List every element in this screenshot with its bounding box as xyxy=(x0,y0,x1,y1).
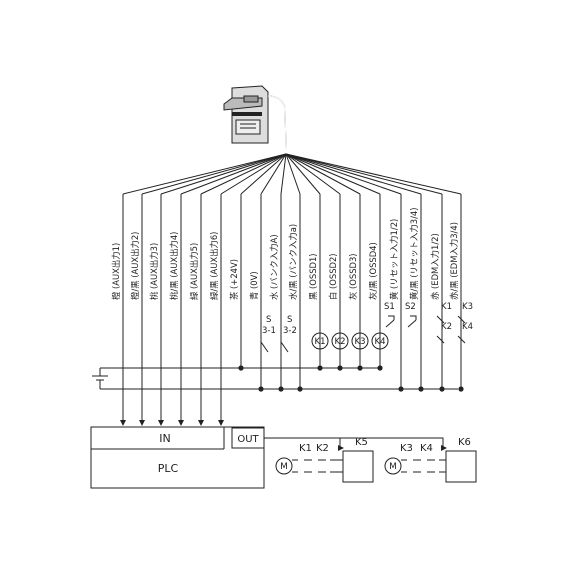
contact-k4-label: K4 xyxy=(462,322,473,332)
cable-fan-line xyxy=(220,153,287,195)
wire-label: 灰/黒 (OSSD4) xyxy=(368,242,378,300)
cable-fan-line xyxy=(285,153,422,195)
relay-k2-label: K2 xyxy=(335,337,346,347)
cable-fan-line xyxy=(280,153,287,195)
switch-s32-label-1: S xyxy=(287,315,292,325)
wire-label: 緑 (AUX出力5) xyxy=(189,243,199,300)
plc-in-label: IN xyxy=(159,432,170,445)
wire-label: 緑/黒 (AUX出力6) xyxy=(209,232,219,300)
bottom-k4-label: K4 xyxy=(420,443,433,454)
contact-k2-label: K2 xyxy=(441,322,452,332)
sensor-head-icon xyxy=(223,85,287,151)
contact-k4-symbol xyxy=(457,335,466,344)
plc-out-label: OUT xyxy=(237,434,259,445)
output-circuit-2: M K3 K4 K6 xyxy=(340,437,477,483)
cable-fan-line xyxy=(180,153,287,195)
wire-label: 灰 (OSSD3) xyxy=(348,253,358,300)
cable-fan-line xyxy=(285,153,462,195)
cable-fan-line xyxy=(141,153,287,195)
switch-s32-label-2: 3-2 xyxy=(283,326,297,336)
relay-k6-box xyxy=(445,450,477,483)
wire-label: 黒 (OSSD1) xyxy=(308,253,318,300)
wire-label: 茶 (+24V) xyxy=(229,259,239,300)
relay-k4-coil xyxy=(371,332,389,350)
wire-label: 赤 (EDM入力1/2) xyxy=(430,233,440,300)
wire-label: 橙/黒 (AUX出力2) xyxy=(130,232,140,300)
switch-s2-label: S2 xyxy=(405,302,416,312)
cable-fan-line xyxy=(200,153,287,195)
cable-fan-line xyxy=(285,153,321,195)
cable-fan-line xyxy=(122,153,287,195)
cable-fan-line xyxy=(285,153,402,195)
relay-k5-box xyxy=(342,450,374,483)
cable-fan-line xyxy=(285,153,443,195)
contact-k2-symbol xyxy=(436,335,445,344)
relay-k2-coil xyxy=(331,332,349,350)
bottom-k2-label: K2 xyxy=(316,443,329,454)
wire-label-group: 橙 (AUX出力1) 橙/黒 (AUX出力2) 桃 (AUX出力3) 桃/黒 (AUX… xyxy=(111,208,459,301)
switch-s1-contact xyxy=(385,315,395,328)
cable-fan-line xyxy=(285,153,381,195)
wire-label: 黄/黒 (リセット入力3/4) xyxy=(409,208,419,301)
relay-group: K1 K2 K3 K4 xyxy=(311,332,389,350)
wire-label: 桃 (AUX出力3) xyxy=(149,243,159,300)
motor-2-icon xyxy=(384,457,402,475)
output-circuit-1: M K1 K2 K5 xyxy=(264,437,374,483)
wire-label: 赤/黒 (EDM入力3/4) xyxy=(449,222,459,300)
bottom-k5-label: K5 xyxy=(355,437,368,448)
power-supply-symbol xyxy=(92,367,458,390)
switch-group: S 3-1 S 3-2 S1 S2 K1 K3 K2 K4 xyxy=(260,302,473,353)
relay-k3-label: K3 xyxy=(355,337,366,347)
switch-s1-label: S1 xyxy=(384,302,395,312)
wire-junction-dot xyxy=(458,386,464,392)
contact-k3-symbol xyxy=(457,315,466,324)
wire-label: 水 (バンク入力A) xyxy=(269,234,279,300)
bottom-k1-label: K1 xyxy=(299,443,312,454)
wire-label: 黄 (リセット入力1/2) xyxy=(389,219,399,300)
relay-k4-label: K4 xyxy=(375,337,386,347)
switch-s31-label-1: S xyxy=(266,315,271,325)
relay-k1-label: K1 xyxy=(315,337,326,347)
cable-fan-line xyxy=(285,153,361,195)
relay-k1-coil xyxy=(311,332,329,350)
contact-k3-label: K3 xyxy=(462,302,473,312)
switch-s2-contact xyxy=(407,315,417,328)
switch-s31-label-2: 3-1 xyxy=(262,326,276,336)
switch-s32-contact xyxy=(280,341,289,353)
switch-s31-contact xyxy=(260,341,269,353)
wire-label: 青 (0V) xyxy=(249,271,259,300)
plc-name-label: PLC xyxy=(158,462,179,475)
plc-block: IN OUT PLC xyxy=(90,426,265,489)
bottom-k3-label: K3 xyxy=(400,443,413,454)
relay-k3-coil xyxy=(351,332,369,350)
motor-1-label: M xyxy=(280,462,288,472)
wire-label: 桃/黒 (AUX出力4) xyxy=(169,232,179,300)
contact-k1-symbol xyxy=(436,315,445,324)
cable-fan-line xyxy=(285,153,301,195)
cable-fan-line xyxy=(260,153,287,195)
wire-label: 橙 (AUX出力1) xyxy=(111,243,121,300)
cable-fan-line xyxy=(160,153,287,195)
wire-label: 水/黒 (バンク入力a) xyxy=(288,224,298,300)
cable-fan xyxy=(122,153,462,195)
cable-fan-line xyxy=(240,153,287,195)
wire-label: 白 (OSSD2) xyxy=(328,253,338,300)
motor-1-icon xyxy=(275,457,293,475)
motor-2-label: M xyxy=(389,462,397,472)
bottom-k6-label: K6 xyxy=(458,437,471,448)
contact-k1-label: K1 xyxy=(441,302,452,312)
cable-fan-line xyxy=(285,153,341,195)
